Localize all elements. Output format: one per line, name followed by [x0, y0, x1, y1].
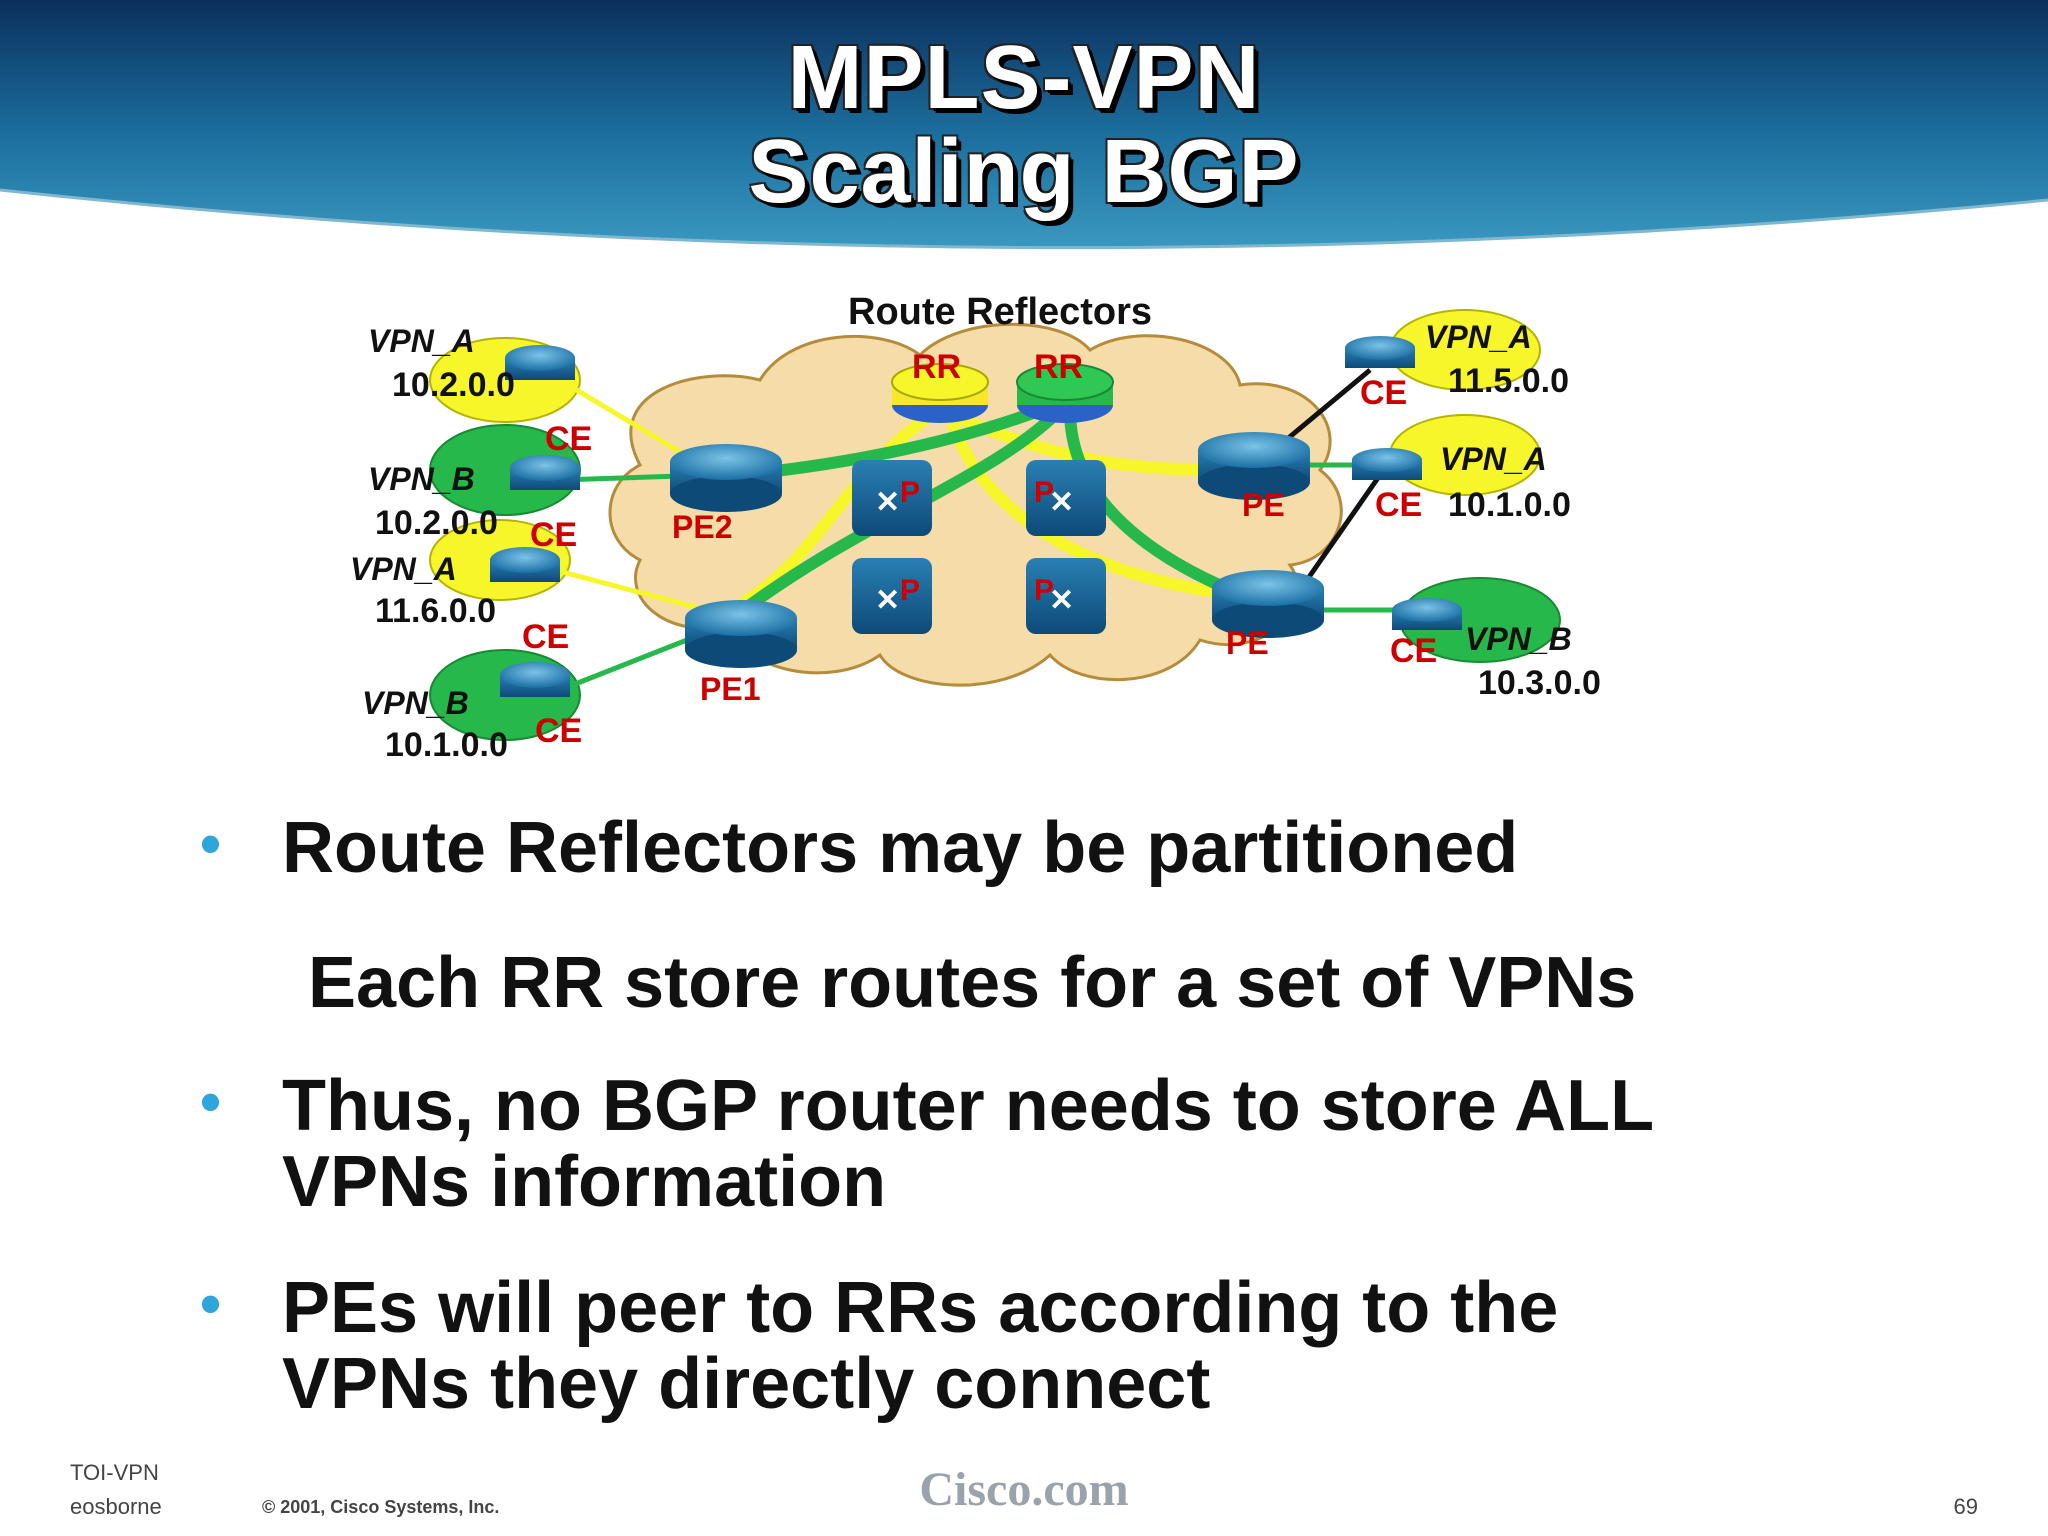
site-left-4-vpn: VPN_B	[362, 685, 469, 721]
p-switch-4: ✕	[1026, 558, 1106, 634]
cisco-logo: Cisco.com	[919, 1463, 1129, 1516]
ce-label-left-4: CE	[535, 712, 582, 750]
site-left-1-net: 10.2.0.0	[392, 366, 515, 404]
svg-text:✕: ✕	[875, 584, 900, 617]
p-label-2: P	[1034, 476, 1054, 509]
ce-label-right-3: CE	[1390, 632, 1437, 670]
ce-label-right-1: CE	[1360, 374, 1407, 412]
ce-router-left-3	[490, 547, 560, 582]
ce-router-left-1	[505, 345, 575, 380]
svg-text:✕: ✕	[875, 486, 900, 519]
p-label-1: P	[900, 476, 920, 509]
bullet-dot: •	[200, 1270, 222, 1337]
p-label-3: P	[900, 574, 920, 607]
bullet-dot: •	[200, 1068, 222, 1135]
site-left-3-vpn: VPN_A	[350, 551, 457, 587]
p-switch-2: ✕	[1026, 460, 1106, 536]
rr-label-1: RR	[912, 348, 961, 386]
header-banner	[0, 0, 2048, 250]
ce-router-right-1	[1345, 336, 1415, 368]
pe2-router	[670, 444, 782, 512]
pe1-label: PE1	[700, 671, 760, 707]
bullet-3: • PEs will peer to RRs according to the …	[200, 1270, 1558, 1422]
site-left-4-net: 10.1.0.0	[385, 726, 508, 764]
site-right-2-net: 10.1.0.0	[1448, 486, 1571, 524]
p-switch-3: ✕	[852, 558, 932, 634]
pe-right-label-2: PE	[1226, 625, 1269, 661]
page-number: 69	[1953, 1494, 1978, 1519]
ce-router-left-4	[500, 662, 570, 697]
slide-title-line2: Scaling BGP	[748, 122, 1300, 222]
bullet-2-line2: VPNs information	[282, 1142, 887, 1222]
site-left-2-net: 10.2.0.0	[375, 504, 498, 542]
pe-router-right-1	[1198, 432, 1310, 500]
site-right-1-net: 11.5.0.0	[1448, 362, 1569, 400]
ce-label-left-3: CE	[522, 618, 569, 656]
ce-router-right-2	[1352, 448, 1422, 480]
bullet-1-text: Route Reflectors may be partitioned	[282, 808, 1519, 888]
bullet-dot: •	[200, 810, 222, 877]
bullet-1-subtext: Each RR store routes for a set of VPNs	[308, 945, 1636, 1021]
ce-label-right-2: CE	[1375, 486, 1422, 524]
site-left-2-vpn: VPN_B	[368, 461, 475, 497]
ce-router-left-2	[510, 455, 580, 490]
site-right-3-net: 10.3.0.0	[1478, 664, 1601, 702]
route-reflectors-heading: Route Reflectors	[848, 291, 1152, 333]
mpls-vpn-diagram: RR RR Route Reflectors ✕ ✕ ✕ ✕ P P P P P…	[350, 291, 1601, 764]
ce-router-right-3	[1392, 598, 1462, 630]
bullet-3-line2: VPNs they directly connect	[282, 1344, 1211, 1424]
footer-author: eosborne	[70, 1494, 162, 1519]
site-right-1-vpn: VPN_A	[1425, 319, 1532, 355]
svg-text:✕: ✕	[1049, 584, 1074, 617]
pe1-router	[685, 600, 797, 668]
footer-course: TOI-VPN	[70, 1460, 159, 1485]
site-right-3-vpn: VPN_B	[1465, 621, 1572, 657]
pe-router-right-2	[1212, 570, 1324, 638]
rr-label-2: RR	[1034, 348, 1083, 386]
rr-router-1	[891, 363, 989, 423]
ce-label-left-1: CE	[545, 420, 592, 458]
slide-title-line1: MPLS-VPN	[787, 28, 1261, 128]
footer-copyright: © 2001, Cisco Systems, Inc.	[262, 1497, 500, 1517]
rr-router-2	[1016, 363, 1114, 423]
bullet-1-sub-text: Each RR store routes for a set of VPNs	[308, 943, 1637, 1023]
ce-label-left-2: CE	[530, 516, 577, 554]
site-left-3-net: 11.6.0.0	[375, 592, 496, 630]
site-left-1-vpn: VPN_A	[368, 323, 475, 359]
pe2-label: PE2	[672, 509, 732, 545]
site-right-2-vpn: VPN_A	[1440, 441, 1547, 477]
bullet-2: • Thus, no BGP router needs to store ALL…	[200, 1068, 1654, 1220]
bullet-2-line1: Thus, no BGP router needs to store ALL	[282, 1066, 1655, 1146]
bullet-3-line1: PEs will peer to RRs according to the	[282, 1268, 1559, 1348]
p-switch-1: ✕	[852, 460, 932, 536]
p-label-4: P	[1034, 574, 1054, 607]
svg-text:✕: ✕	[1049, 486, 1074, 519]
bullet-1: • Route Reflectors may be partitioned	[200, 810, 1518, 886]
pe-right-label-1: PE	[1242, 487, 1285, 523]
